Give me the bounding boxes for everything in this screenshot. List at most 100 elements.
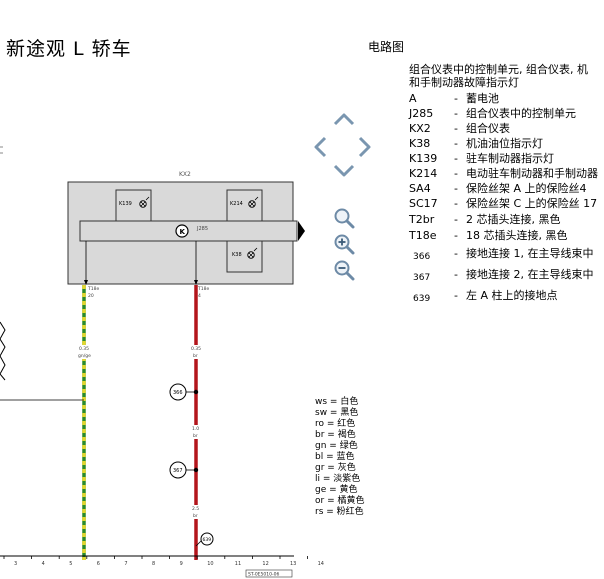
wire-label-bg — [76, 345, 90, 359]
k214-box — [226, 189, 263, 222]
wire-color-row: rs = 粉红色 — [315, 507, 364, 517]
scale-label: 8 — [152, 561, 155, 567]
ground-connector — [195, 540, 202, 547]
kx2-box — [67, 181, 294, 285]
lamp-icon — [139, 196, 150, 208]
reference-code: ST-0E5010-06 — [248, 572, 279, 578]
legend-code: A — [409, 92, 417, 105]
wire-color-row: gn = 绿色 — [315, 441, 358, 451]
legend-code: K38 — [409, 137, 431, 150]
scale-label: 3 — [14, 561, 17, 567]
k38-box — [226, 240, 263, 273]
legend-dash: - — [454, 213, 458, 226]
wire-label-bg — [189, 345, 203, 359]
scale-label: 4 — [42, 561, 45, 567]
j285-label: J285 — [196, 226, 208, 232]
control-unit-k: K — [180, 228, 186, 236]
scale-label: 10 — [207, 561, 213, 567]
scale-label: 14 — [318, 561, 324, 567]
pin-left-number: 20 — [88, 293, 94, 299]
lamp-icon — [248, 196, 259, 208]
scale-label: 5 — [69, 561, 72, 567]
legend-code: T2br — [409, 213, 435, 226]
legend-code: SC17 — [409, 197, 438, 210]
control-unit-symbol — [175, 224, 189, 238]
scale-label: 11 — [235, 561, 241, 567]
zoom-in-icon[interactable] — [333, 233, 355, 255]
wire-color-row: or = 橘黄色 — [315, 496, 365, 506]
ground-366-marker — [169, 383, 187, 401]
junction-dot — [193, 389, 199, 395]
legend-dash: - — [454, 247, 458, 260]
legend-dash: - — [454, 107, 458, 120]
k139-box — [115, 189, 152, 222]
legend-dash: - — [454, 289, 458, 302]
k214-label: K214 — [230, 201, 243, 207]
legend-dash: - — [454, 92, 458, 105]
wire-label-bg — [189, 425, 203, 439]
legend-dash: - — [454, 167, 458, 180]
scale-label: 9 — [180, 561, 183, 567]
wire-color-row: li = 淡紫色 — [315, 474, 361, 484]
legend-dash: - — [454, 122, 458, 135]
wire-low-color: br — [193, 513, 198, 519]
legend-desc: 机油油位指示灯 — [466, 137, 543, 150]
diagram-label: 电路图 — [368, 40, 405, 54]
scale-label: 6 — [97, 561, 100, 567]
legend-code: K139 — [409, 152, 438, 165]
page-title: 新途观 L 轿车 — [6, 38, 132, 60]
wire-color-row: sw = 黑色 — [315, 408, 359, 418]
chevron-up-icon[interactable] — [333, 112, 355, 126]
legend-dash: - — [454, 197, 458, 210]
wire-mid-color: br — [193, 433, 198, 439]
wire-low-size: 2.5 — [192, 506, 199, 512]
ground-366-label: 366 — [173, 390, 183, 396]
scale-label: 7 — [124, 561, 127, 567]
legend-dash: - — [454, 137, 458, 150]
chevron-right-icon[interactable] — [358, 136, 372, 158]
legend-code: T18e — [409, 229, 437, 242]
ground-367-label: 367 — [173, 468, 183, 474]
j285-band — [79, 220, 298, 242]
legend-title-line-1: 组合仪表中的控制单元, 组合仪表, 机 — [409, 63, 588, 76]
legend-code: 366 — [413, 252, 431, 262]
chevron-left-icon[interactable] — [313, 136, 327, 158]
legend-desc: 电动驻车制动器和手制动器 — [466, 167, 598, 180]
legend-desc: 驻车制动器指示灯 — [466, 152, 554, 165]
zoom-out-icon[interactable] — [333, 259, 355, 281]
kx2-label: KX2 — [179, 171, 191, 178]
scale-label: 12 — [262, 561, 268, 567]
k139-label: K139 — [119, 201, 132, 207]
ground-639-marker — [200, 532, 214, 546]
legend-dash: - — [454, 152, 458, 165]
pin-left-label: T18e — [87, 286, 99, 292]
lamp-icon — [247, 247, 258, 259]
pin-arrow — [84, 280, 88, 285]
legend-dash: - — [454, 182, 458, 195]
legend-desc: 接地连接 2, 在主导线束中 — [466, 268, 594, 281]
legend-dash: - — [454, 268, 458, 281]
reference-box — [245, 569, 293, 578]
chevron-down-icon[interactable] — [333, 164, 355, 178]
legend-desc: 蓄电池 — [466, 92, 499, 105]
wire-color-row: br = 褐色 — [315, 430, 356, 440]
wire-color-row: gr = 灰色 — [315, 463, 356, 473]
wire-color-row: ro = 红色 — [315, 419, 356, 429]
legend-code: SA4 — [409, 182, 431, 195]
magnifier-icon[interactable] — [333, 207, 355, 229]
legend-desc: 18 芯插头连接, 黑色 — [466, 229, 568, 242]
k38-label: K38 — [232, 252, 242, 258]
wire-right-color: br — [193, 353, 198, 359]
pin-arrow — [194, 280, 198, 285]
ground-367-marker — [169, 461, 187, 479]
zigzag-mark — [0, 321, 6, 381]
scale-label: 13 — [290, 561, 296, 567]
legend-desc: 左 A 柱上的接地点 — [466, 289, 558, 302]
wire-right-size: 0.35 — [191, 346, 201, 352]
junction-dot — [193, 467, 199, 473]
legend-code: KX2 — [409, 122, 431, 135]
legend-code: 367 — [413, 273, 431, 283]
legend-desc: 组合仪表 — [466, 122, 510, 135]
wire-left-size: 0.35 — [79, 346, 89, 352]
legend-desc: 保险丝架 A 上的保险丝4 — [466, 182, 587, 195]
